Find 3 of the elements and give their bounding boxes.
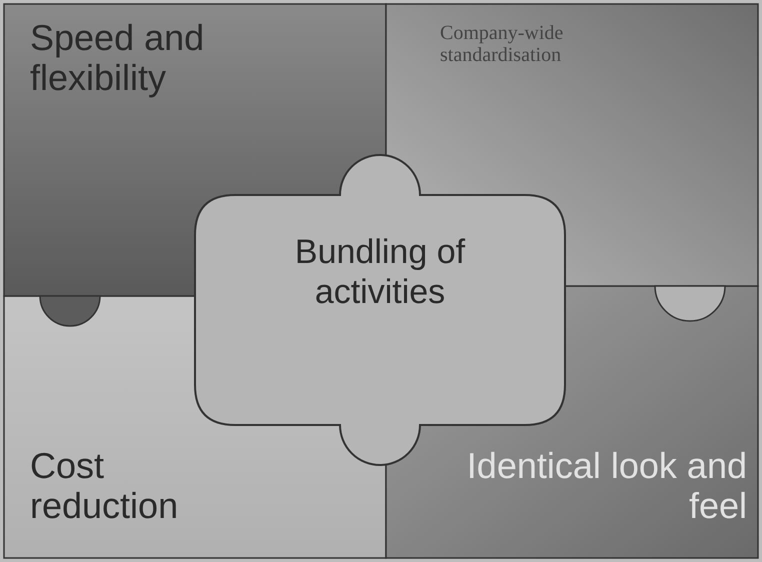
piece-label: Cost reduction: [30, 446, 230, 526]
piece-label: Company-wide standardisation: [440, 22, 640, 66]
piece-label: Bundling of activities: [265, 232, 495, 312]
